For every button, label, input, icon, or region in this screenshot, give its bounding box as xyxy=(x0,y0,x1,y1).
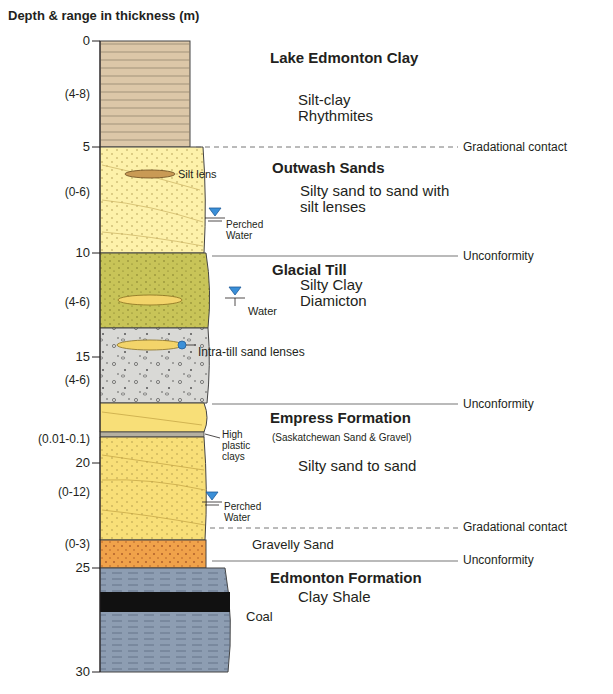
contact-label: Unconformity xyxy=(463,554,534,567)
unit-description: Silt-clay Rhythmites xyxy=(298,92,398,125)
contact-label: Gradational contact xyxy=(463,521,567,534)
depth-number: 15 xyxy=(76,350,90,364)
thickness-range: (0-3) xyxy=(65,538,90,551)
annotation: High plastic clays xyxy=(222,429,272,462)
unit-description: Silty sand to sand xyxy=(298,458,416,475)
thickness-range: (0.01-0.1) xyxy=(38,433,90,446)
unit-description: Silty sand to sand with silt lenses xyxy=(300,183,450,216)
annotation: Silt lens xyxy=(178,168,217,180)
unit-name: Lake Edmonton Clay xyxy=(270,50,418,67)
unit-name: Empress Formation xyxy=(270,410,411,427)
depth-number: 20 xyxy=(76,456,90,470)
thickness-range: (0-12) xyxy=(58,486,90,499)
depth-number: 30 xyxy=(76,665,90,679)
annotation: Perched Water xyxy=(224,501,274,523)
annotation: Water xyxy=(248,305,277,317)
annotation: Perched Water xyxy=(226,219,276,241)
axis-title: Depth & range in thickness (m) xyxy=(8,9,199,23)
thickness-range: (4-6) xyxy=(65,374,90,387)
contact-label: Gradational contact xyxy=(463,141,567,154)
depth-number: 25 xyxy=(76,561,90,575)
contact-label: Unconformity xyxy=(463,398,534,411)
depth-number: 5 xyxy=(83,140,90,154)
contact-label: Unconformity xyxy=(463,250,534,263)
unit-description: Clay Shale xyxy=(298,589,371,606)
unit-name: Edmonton Formation xyxy=(270,570,422,587)
annotation: Intra-till sand lenses xyxy=(198,346,305,359)
unit-description: Silty Clay Diamicton xyxy=(300,277,390,310)
thickness-range: (4-6) xyxy=(65,296,90,309)
unit-name: Gravelly Sand xyxy=(252,538,334,552)
thickness-range: (0-6) xyxy=(65,186,90,199)
thickness-range: (4-8) xyxy=(65,88,90,101)
unit-name: Coal xyxy=(246,610,273,624)
unit-name: Outwash Sands xyxy=(272,160,385,177)
depth-number: 0 xyxy=(83,34,90,48)
unit-subtitle: (Saskatchewan Sand & Gravel) xyxy=(272,432,412,443)
depth-number: 10 xyxy=(76,246,90,260)
